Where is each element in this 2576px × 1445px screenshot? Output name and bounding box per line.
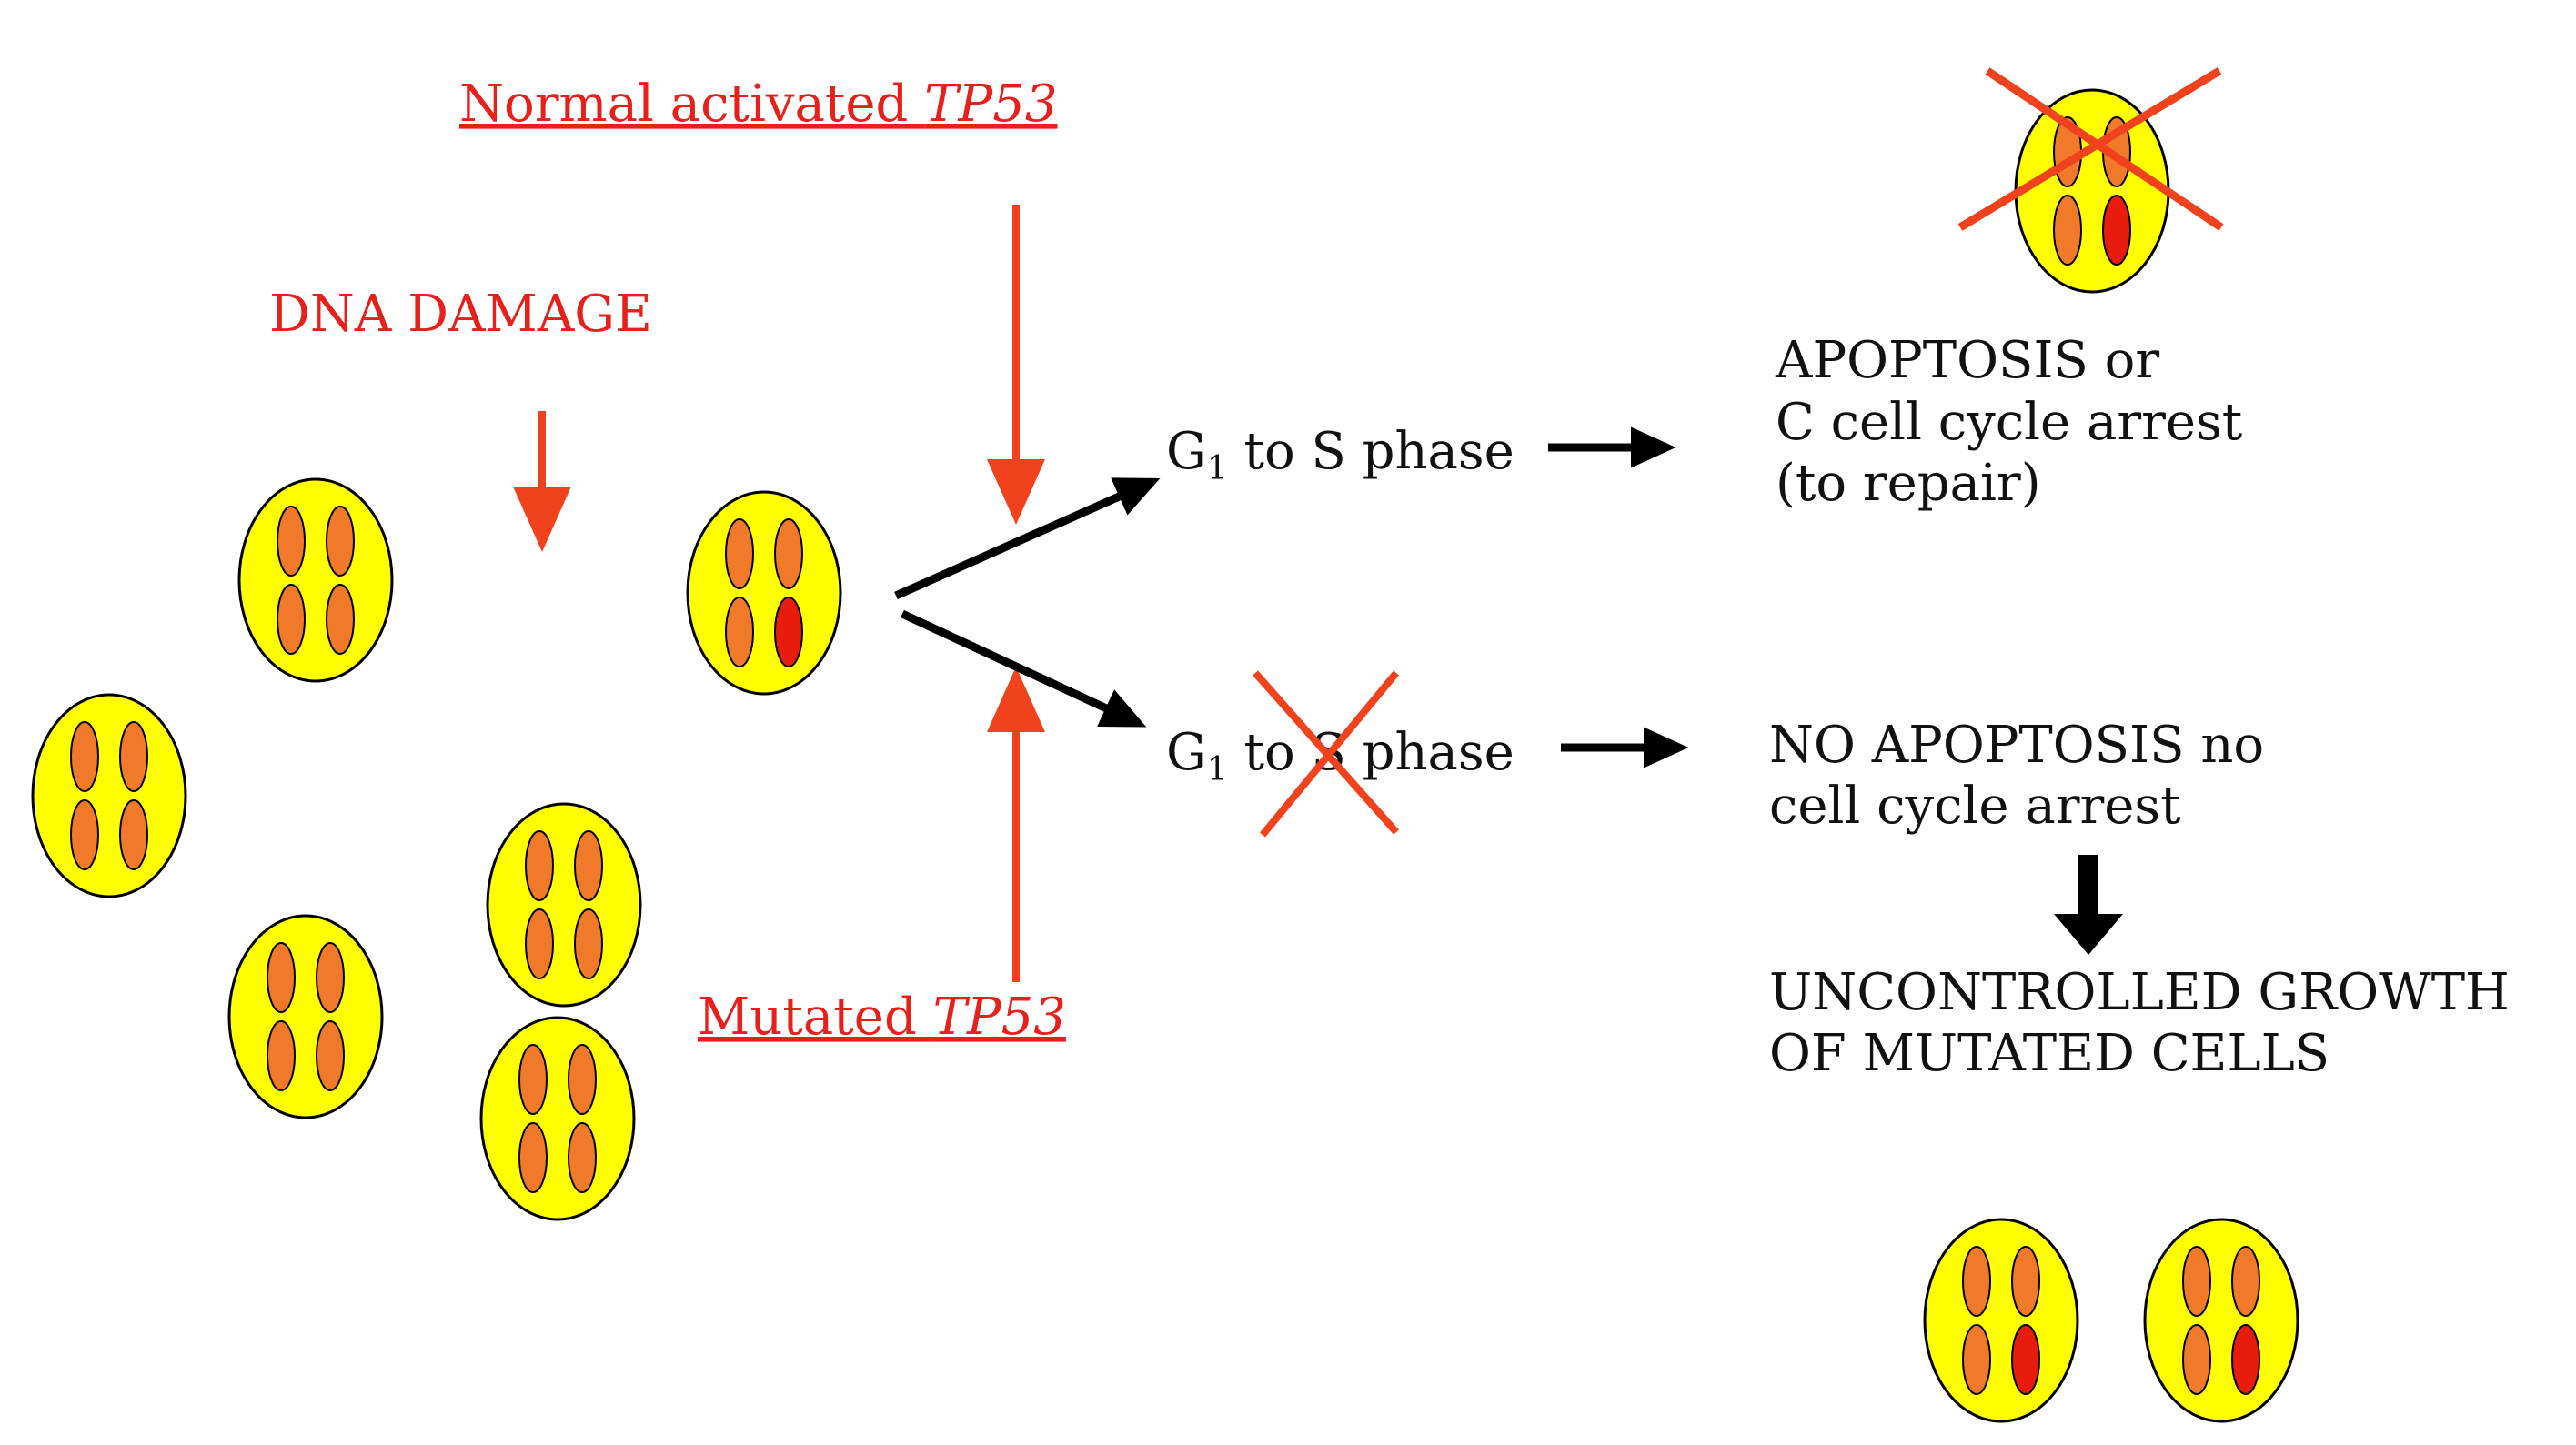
mutated-chromosome (2231, 1324, 2260, 1395)
cell-normal-5 (479, 1016, 636, 1221)
cells-group (31, 88, 2299, 1423)
cell-normal-4 (486, 802, 642, 1008)
chromosome (70, 721, 99, 792)
chromosome (568, 1122, 597, 1193)
chromosome (70, 799, 99, 870)
cell-membrane (1923, 1218, 2079, 1423)
cell-membrane (227, 914, 384, 1119)
cell-normal-1 (237, 477, 394, 683)
cell-normal-3 (227, 914, 384, 1119)
chromosome (119, 721, 148, 792)
mutated-tp53-label: Mutated TP53 (698, 988, 1066, 1047)
cell-mutated-1 (1923, 1218, 2079, 1423)
to-uncontrolled-growth-arrow (2054, 855, 2123, 955)
branch-arrow-up (894, 477, 1161, 600)
chromosome (725, 597, 754, 667)
chromosome (267, 1020, 296, 1091)
g1-to-s-phase-top: G1 to S phase (1166, 422, 1514, 487)
chromosome (326, 506, 355, 577)
no-apoptosis-line-2: cell cycle arrest (1769, 777, 2181, 836)
chromosome (1962, 1324, 1991, 1395)
no-apoptosis-line-1: NO APOPTOSIS no (1769, 716, 2264, 775)
chromosome (525, 830, 554, 901)
mutated-chromosome (2102, 195, 2131, 266)
normal-activated-tp53-label: Normal activated TP53 (459, 75, 1057, 134)
chromosome (2182, 1324, 2211, 1395)
uncontrolled-line-1: UNCONTROLLED GROWTH (1769, 963, 2510, 1022)
mutated-chromosome (774, 597, 803, 667)
chromosome (119, 799, 148, 870)
cell-mutated-2 (2143, 1218, 2299, 1423)
cell-membrane (479, 1016, 636, 1221)
apoptosis-line-2: C cell cycle arrest (1776, 393, 2243, 452)
cell-membrane (2143, 1218, 2299, 1423)
branch-arrow-down (901, 609, 1147, 728)
chromosome (568, 1044, 597, 1115)
dna-damage-label: DNA DAMAGE (269, 285, 652, 344)
chromosome (316, 1020, 345, 1091)
chromosome (1962, 1246, 1991, 1317)
cell-membrane (486, 802, 642, 1008)
chromosome (518, 1044, 548, 1115)
chromosome (2182, 1246, 2211, 1317)
cell-apoptotic (2014, 88, 2170, 294)
chromosome (316, 942, 345, 1013)
chromosome (525, 908, 554, 979)
chromosome (2011, 1246, 2040, 1317)
chromosome (774, 518, 803, 589)
cell-damaged (686, 490, 842, 696)
cell-membrane (31, 693, 187, 898)
g1-to-s-phase-bottom: G1 to S phase (1166, 723, 1514, 788)
chromosome (277, 584, 306, 655)
chromosome (267, 942, 296, 1013)
apoptosis-line-3: (to repair) (1776, 454, 2041, 513)
uncontrolled-line-2: OF MUTATED CELLS (1769, 1024, 2329, 1083)
chromosome (725, 518, 754, 589)
blocked-s-phase-cross-icon (1253, 670, 1400, 838)
chromosome (518, 1122, 548, 1193)
chromosome (574, 908, 603, 979)
apoptosis-cross-icon (1957, 67, 2224, 231)
chromosome (574, 830, 603, 901)
chromosome (277, 506, 306, 577)
cell-membrane (237, 477, 394, 683)
cell-membrane (686, 490, 842, 696)
chromosome (326, 584, 355, 655)
mutated-chromosome (2011, 1324, 2040, 1395)
cell-normal-2 (31, 693, 187, 898)
cell-membrane (2014, 88, 2170, 294)
apoptosis-line-1: APOPTOSIS or (1775, 331, 2159, 390)
chromosome (2053, 195, 2082, 266)
chromosome (2231, 1246, 2260, 1317)
